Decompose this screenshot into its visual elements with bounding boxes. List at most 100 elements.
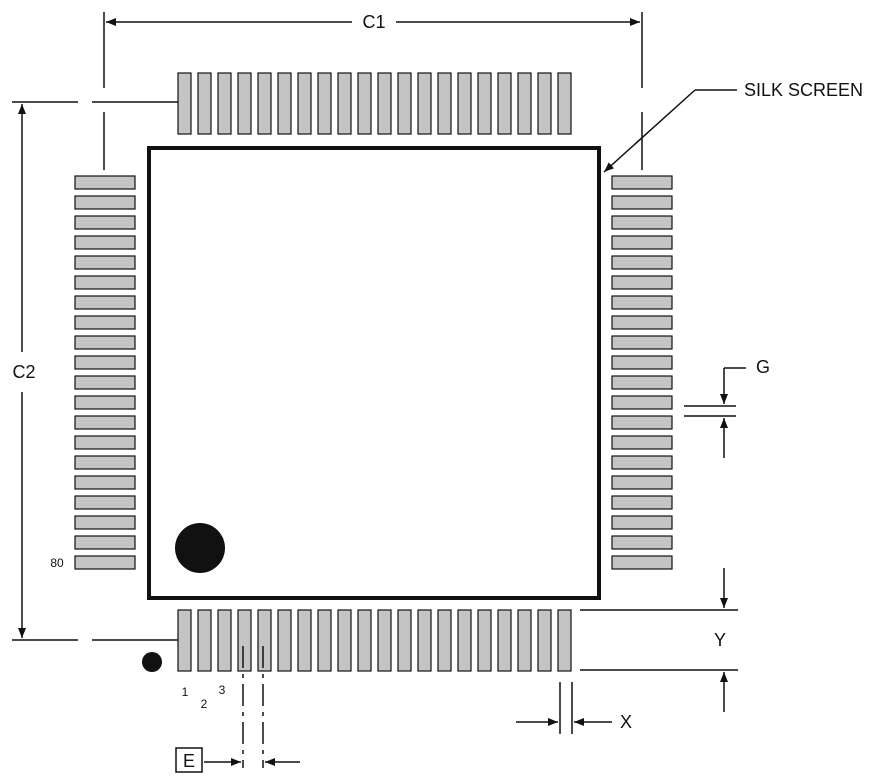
top-pad [497,72,512,135]
top-pad [477,72,492,135]
bottom-pad [357,609,372,672]
g-dimension [684,367,746,458]
top-pad [337,72,352,135]
left-pad [74,395,136,410]
left-pad [74,195,136,210]
silk-screen-outline [147,146,601,600]
x-label: X [620,712,632,732]
pin-1-number: 1 [182,685,189,699]
bottom-pad [257,609,272,672]
left-pad [74,315,136,330]
bottom-pad [417,609,432,672]
left-pad [74,535,136,550]
right-pad [611,295,673,310]
bottom-pad [177,609,192,672]
bottom-pad [197,609,212,672]
bottom-pad [457,609,472,672]
right-pad [611,555,673,570]
top-pad [237,72,252,135]
right-pad [611,355,673,370]
right-pad-column [611,175,673,570]
top-pad [377,72,392,135]
e-label-box [175,747,203,773]
e-label: E [183,751,195,771]
c2-label: C2 [12,362,35,382]
top-pad [317,72,332,135]
pin1-outer-dot [142,652,162,672]
top-pad [177,72,192,135]
left-pad [74,175,136,190]
top-pad [557,72,572,135]
right-pad [611,215,673,230]
right-pad [611,315,673,330]
bottom-pad [237,609,252,672]
bottom-pad [537,609,552,672]
y-dimension [580,568,738,712]
top-pad [357,72,372,135]
left-pad [74,515,136,530]
top-pad [257,72,272,135]
silk-screen-leader [603,89,737,173]
right-pad [611,235,673,250]
pin1-marker-dot [175,523,225,573]
g-label: G [756,357,770,377]
pin-2-number: 2 [201,697,208,711]
right-pad [611,195,673,210]
bottom-pad [397,609,412,672]
top-pad [517,72,532,135]
left-pad [74,495,136,510]
e-dimension [204,646,300,768]
top-pad [277,72,292,135]
right-pad [611,375,673,390]
bottom-pad [277,609,292,672]
left-pad [74,435,136,450]
top-pad [437,72,452,135]
left-pad [74,275,136,290]
top-pad [457,72,472,135]
right-pad [611,535,673,550]
pin-3-number: 3 [219,683,226,697]
top-pad [537,72,552,135]
right-pad [611,335,673,350]
left-pad [74,455,136,470]
x-dimension [516,682,612,734]
top-pad [217,72,232,135]
bottom-pad [337,609,352,672]
c1-label: C1 [362,12,385,32]
bottom-pad [317,609,332,672]
bottom-pad [517,609,532,672]
right-pad [611,415,673,430]
right-pad [611,275,673,290]
bottom-pad-row [177,609,572,672]
bottom-pad [557,609,572,672]
c1-dimension [103,12,643,170]
y-label: Y [714,630,726,650]
left-pad [74,215,136,230]
left-pad-column [74,175,136,570]
bottom-pad [297,609,312,672]
right-pad [611,255,673,270]
right-pad [611,515,673,530]
left-pad [74,235,136,250]
left-pad [74,255,136,270]
top-pad [197,72,212,135]
left-pad [74,335,136,350]
pin-80-number: 80 [50,556,64,570]
left-pad [74,375,136,390]
top-pad-row [177,72,572,135]
bottom-pad [377,609,392,672]
left-pad [74,295,136,310]
bottom-pad [497,609,512,672]
top-pad [397,72,412,135]
right-pad [611,395,673,410]
silk-screen-label: SILK SCREEN [744,80,863,100]
bottom-pad [437,609,452,672]
right-pad [611,455,673,470]
left-pad [74,415,136,430]
right-pad [611,175,673,190]
top-pad [297,72,312,135]
bottom-pad [217,609,232,672]
right-pad [611,475,673,490]
